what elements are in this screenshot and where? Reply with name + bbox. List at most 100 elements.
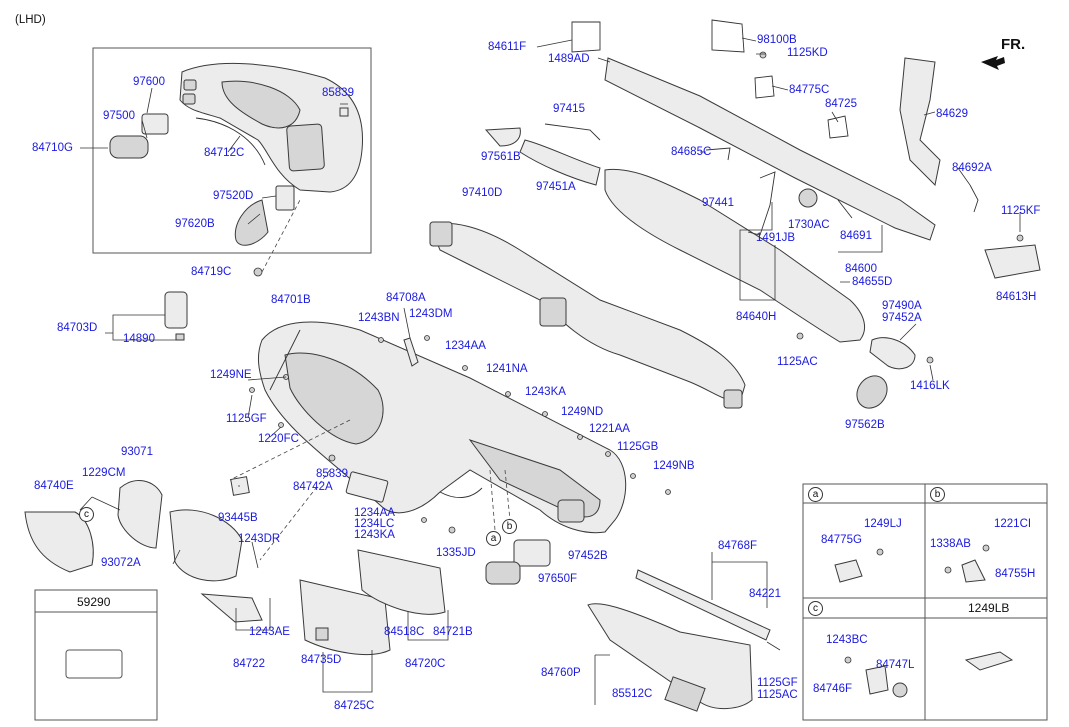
part-label-1243BN[interactable]: 1243BN bbox=[358, 312, 400, 324]
part-label-84221[interactable]: 84221 bbox=[749, 588, 781, 600]
part-label-97451A[interactable]: 97451A bbox=[536, 181, 576, 193]
part-label-1249ND[interactable]: 1249ND bbox=[561, 406, 604, 418]
legend-b-part-84755H[interactable]: 84755H bbox=[995, 568, 1036, 580]
part-label-1241NA[interactable]: 1241NA bbox=[486, 363, 528, 375]
part-label-1125AC[interactable]: 1125AC bbox=[777, 356, 818, 368]
part-label-1335JD[interactable]: 1335JD bbox=[436, 547, 476, 559]
part-label-97452A[interactable]: 97452A bbox=[882, 312, 922, 324]
part-label-1491JB[interactable]: 1491JB bbox=[756, 232, 796, 244]
part-label-97520D[interactable]: 97520D bbox=[213, 190, 254, 202]
part-label-1243KA[interactable]: 1243KA bbox=[525, 386, 566, 398]
part-label-84725[interactable]: 84725 bbox=[825, 98, 857, 110]
part-label-93445B[interactable]: 93445B bbox=[218, 512, 258, 524]
cluster-facia bbox=[179, 62, 364, 193]
part-label-97650F[interactable]: 97650F bbox=[538, 573, 578, 585]
part-label-84518C[interactable]: 84518C bbox=[384, 626, 425, 638]
part-label-1125GF-b[interactable]: 1125GF bbox=[757, 677, 798, 689]
part-label-97490A[interactable]: 97490A bbox=[882, 300, 922, 312]
legend-c-part-84747L[interactable]: 84747L bbox=[876, 659, 915, 671]
part-label-1125AC-b[interactable]: 1125AC bbox=[757, 689, 798, 701]
part-label-1243AE[interactable]: 1243AE bbox=[249, 626, 290, 638]
part-label-1249NE[interactable]: 1249NE bbox=[210, 369, 252, 381]
cluster-inset-box bbox=[92, 47, 372, 254]
part-label-93072A[interactable]: 93072A bbox=[101, 557, 141, 569]
part-label-1234LC[interactable]: 1234LC bbox=[354, 518, 395, 530]
part-label-84720C[interactable]: 84720C bbox=[405, 658, 446, 670]
part-label-84613H[interactable]: 84613H bbox=[996, 291, 1037, 303]
legend-title-1249LB[interactable]: 1249LB bbox=[968, 601, 1010, 615]
part-label-1220FC[interactable]: 1220FC bbox=[258, 433, 299, 445]
part-label-84640H[interactable]: 84640H bbox=[736, 311, 777, 323]
part-label-85512C[interactable]: 85512C bbox=[612, 688, 653, 700]
part-label-84708A[interactable]: 84708A bbox=[386, 292, 426, 304]
part-label-85839-mid[interactable]: 85839 bbox=[316, 468, 348, 480]
part-label-97452B[interactable]: 97452B bbox=[568, 550, 608, 562]
legend-b-part-1221CI[interactable]: 1221CI bbox=[994, 518, 1032, 530]
part-label-1234AA[interactable]: 1234AA bbox=[445, 340, 486, 352]
part-label-84701B[interactable]: 84701B bbox=[271, 294, 311, 306]
part-label-85839-top[interactable]: 85839 bbox=[322, 87, 354, 99]
callout-a-main: a bbox=[486, 531, 501, 546]
part-label-84775C[interactable]: 84775C bbox=[789, 84, 830, 96]
duct-97561B bbox=[484, 127, 521, 147]
label-box-59290 bbox=[34, 589, 158, 721]
part-label-1243KA-b[interactable]: 1243KA bbox=[354, 529, 395, 541]
part-label-84760P[interactable]: 84760P bbox=[541, 667, 581, 679]
part-label-84740E[interactable]: 84740E bbox=[34, 480, 74, 492]
part-label-1221AA[interactable]: 1221AA bbox=[589, 423, 630, 435]
part-label-97562B[interactable]: 97562B bbox=[845, 419, 885, 431]
part-label-84719C[interactable]: 84719C bbox=[191, 266, 232, 278]
part-label-84725C[interactable]: 84725C bbox=[334, 700, 375, 712]
part-label-1125KD[interactable]: 1125KD bbox=[787, 47, 828, 59]
part-label-1249NB[interactable]: 1249NB bbox=[653, 460, 695, 472]
part-label-14890[interactable]: 14890 bbox=[123, 333, 155, 345]
cowl-bar-84611F bbox=[604, 57, 936, 241]
part-label-1489AD[interactable]: 1489AD bbox=[548, 53, 590, 65]
part-label-84611F[interactable]: 84611F bbox=[488, 41, 527, 53]
legend-b-part-1338AB[interactable]: 1338AB bbox=[930, 538, 971, 550]
part-label-84629[interactable]: 84629 bbox=[936, 108, 968, 120]
part-label-84703D[interactable]: 84703D bbox=[57, 322, 98, 334]
bracket-84613H bbox=[984, 244, 1041, 279]
part-label-84600[interactable]: 84600 bbox=[845, 263, 877, 275]
part-label-97561B[interactable]: 97561B bbox=[481, 151, 521, 163]
part-label-84768F[interactable]: 84768F bbox=[718, 540, 758, 552]
part-label-84735D[interactable]: 84735D bbox=[301, 654, 342, 666]
part-label-98100B[interactable]: 98100B bbox=[757, 34, 797, 46]
part-label-84691[interactable]: 84691 bbox=[840, 230, 872, 242]
part-label-97441[interactable]: 97441 bbox=[702, 197, 734, 209]
part-label-97415[interactable]: 97415 bbox=[553, 103, 585, 115]
part-label-1125KF[interactable]: 1125KF bbox=[1001, 205, 1041, 217]
part-label-84712C[interactable]: 84712C bbox=[204, 147, 245, 159]
part-label-97500[interactable]: 97500 bbox=[103, 110, 135, 122]
part-label-1125GF[interactable]: 1125GF bbox=[226, 413, 267, 425]
tray-84742A bbox=[345, 471, 389, 503]
part-label-1234AA-b[interactable]: 1234AA bbox=[354, 507, 395, 519]
label-box-title-59290[interactable]: 59290 bbox=[77, 595, 111, 609]
part-label-84685C[interactable]: 84685C bbox=[671, 146, 712, 158]
part-label-84655D[interactable]: 84655D bbox=[852, 276, 893, 288]
part-label-84721B[interactable]: 84721B bbox=[433, 626, 473, 638]
bracket-84629 bbox=[899, 57, 941, 187]
part-label-97410D[interactable]: 97410D bbox=[462, 187, 503, 199]
legend-c-part-84746F[interactable]: 84746F bbox=[813, 683, 853, 695]
part-label-84722[interactable]: 84722 bbox=[233, 658, 265, 670]
part-label-97600[interactable]: 97600 bbox=[133, 76, 165, 88]
part-label-1229CM[interactable]: 1229CM bbox=[82, 467, 126, 479]
part-label-84710G[interactable]: 84710G bbox=[32, 142, 73, 154]
part-label-1243DR[interactable]: 1243DR bbox=[238, 533, 281, 545]
part-label-1416LK[interactable]: 1416LK bbox=[910, 380, 950, 392]
part-label-1730AC[interactable]: 1730AC bbox=[788, 219, 830, 231]
legend-c-part-1243BC[interactable]: 1243BC bbox=[826, 634, 868, 646]
part-label-84742A[interactable]: 84742A bbox=[293, 481, 333, 493]
part-label-93071[interactable]: 93071 bbox=[121, 446, 153, 458]
switch-97520D bbox=[275, 185, 295, 211]
legend-a-part-1249LJ[interactable]: 1249LJ bbox=[864, 518, 902, 530]
part-label-1243DM[interactable]: 1243DM bbox=[409, 308, 453, 320]
legend-a-part-84775G[interactable]: 84775G bbox=[821, 534, 862, 546]
part-label-84692A[interactable]: 84692A bbox=[952, 162, 992, 174]
direction-label: FR. bbox=[1001, 36, 1026, 53]
part-label-1125GB[interactable]: 1125GB bbox=[617, 441, 659, 453]
part-label-97620B[interactable]: 97620B bbox=[175, 218, 215, 230]
